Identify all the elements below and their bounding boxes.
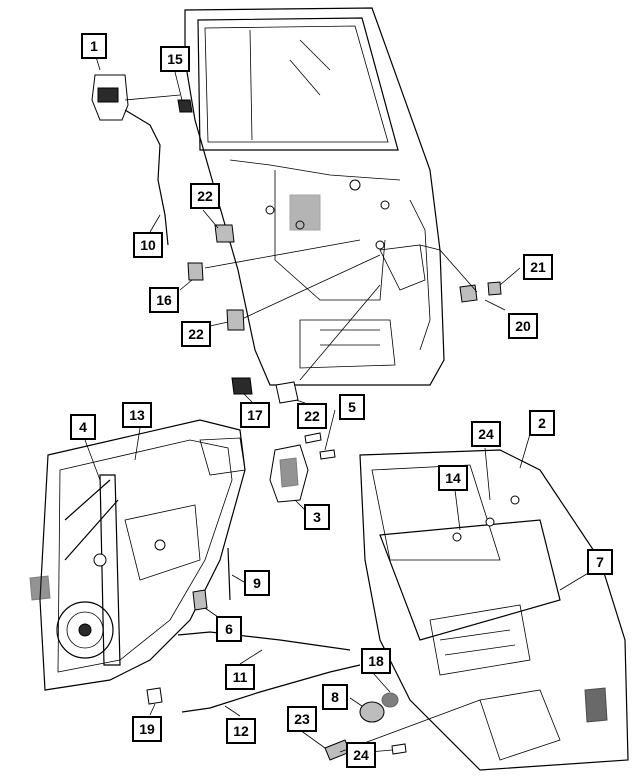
leader-lines bbox=[84, 49, 591, 753]
callout-11: 11 bbox=[225, 664, 255, 690]
callout-10: 10 bbox=[133, 232, 163, 258]
part-screw-5b bbox=[319, 449, 336, 460]
part-bolt-19 bbox=[146, 687, 163, 705]
part-rod-12 bbox=[181, 664, 361, 713]
door-trim-panel bbox=[29, 419, 246, 691]
callout-17: 17 bbox=[240, 402, 270, 428]
upper-door-shell bbox=[184, 7, 445, 386]
callout-9: 9 bbox=[244, 570, 270, 596]
callout-18: 18 bbox=[361, 648, 391, 674]
callout-6: 6 bbox=[216, 616, 242, 642]
callout-20: 20 bbox=[508, 313, 538, 339]
callout-22-lower: 22 bbox=[297, 403, 327, 429]
callout-14: 14 bbox=[438, 465, 468, 491]
part-screw-24 bbox=[391, 743, 407, 755]
part-6 bbox=[192, 589, 208, 611]
part-latch-detail bbox=[279, 457, 299, 488]
callout-1: 1 bbox=[81, 33, 107, 59]
part-bumper bbox=[177, 99, 193, 113]
part-clip-21 bbox=[487, 281, 502, 296]
callout-4: 4 bbox=[70, 414, 96, 440]
part-rod-11 bbox=[177, 631, 351, 651]
callout-5: 5 bbox=[339, 394, 365, 420]
part-18 bbox=[381, 692, 399, 708]
callout-19: 19 bbox=[132, 716, 162, 742]
part-clip-lower bbox=[226, 309, 245, 331]
part-clip-16 bbox=[187, 262, 204, 281]
part-8 bbox=[359, 701, 385, 723]
callout-2: 2 bbox=[529, 410, 555, 436]
callout-23: 23 bbox=[287, 706, 317, 732]
lower-right-door bbox=[359, 449, 629, 771]
callout-15: 15 bbox=[160, 46, 190, 72]
part-handle bbox=[91, 74, 169, 246]
callout-24-upper: 24 bbox=[471, 421, 501, 447]
part-bushing-17 bbox=[231, 377, 253, 395]
callout-7: 7 bbox=[587, 549, 613, 575]
callout-13: 13 bbox=[122, 402, 152, 428]
part-screw-5a bbox=[304, 432, 322, 444]
part-clip-upper bbox=[214, 224, 235, 243]
callout-24-lower: 24 bbox=[346, 742, 376, 768]
part-rod-9 bbox=[227, 547, 231, 601]
part-clip-20 bbox=[459, 284, 478, 303]
callout-22-middle: 22 bbox=[181, 321, 211, 347]
callout-21: 21 bbox=[523, 254, 553, 280]
callout-8: 8 bbox=[322, 684, 348, 710]
callout-22-upper: 22 bbox=[190, 183, 220, 209]
part-clip-22-round bbox=[275, 381, 299, 404]
callout-16: 16 bbox=[149, 287, 179, 313]
callout-3: 3 bbox=[304, 504, 330, 530]
callout-12: 12 bbox=[226, 718, 256, 744]
